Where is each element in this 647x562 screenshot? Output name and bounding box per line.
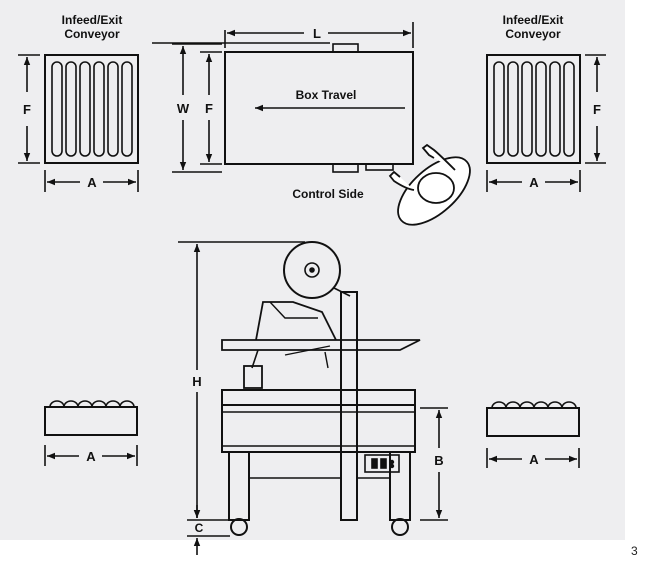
dimension-A-top-right [486,170,581,192]
operator-figure [388,143,471,226]
dimension-B-label: B [434,453,443,468]
conveyor-left-title-line2: Conveyor [64,27,120,41]
machine-side-elevation [221,241,421,536]
machine-plan [224,43,414,173]
dimension-B [420,407,448,521]
dimension-F-center-label: F [205,101,213,116]
conveyor-right-title-line2: Conveyor [505,27,561,41]
dimension-W-label: W [177,101,190,116]
conveyor-left-title-line1: Infeed/Exit [62,13,123,27]
dimension-F-center [200,51,222,165]
conveyor-side-right [486,401,580,437]
dimension-H [178,241,305,521]
dimension-F-right [585,54,606,164]
control-side-label: Control Side [292,187,364,201]
dimension-C [187,505,230,555]
dimension-F-left-label: F [23,102,31,117]
dimension-L-label: L [313,26,321,41]
conveyor-right-title-line1: Infeed/Exit [503,13,564,27]
page-number: 3 [631,544,638,558]
conveyor-plan-right [486,54,581,164]
dimension-L [152,22,414,48]
dimension-A-top-left-label: A [87,175,97,190]
dimension-A-top-right-label: A [529,175,539,190]
dimension-H-label: H [192,374,201,389]
dimension-A-top-left [44,170,139,192]
dimension-A-bottom-left-label: A [86,449,96,464]
dimension-F-left [18,54,40,164]
conveyor-side-left [44,400,138,436]
dimension-A-bottom-right [486,448,580,468]
diagram-labels: Infeed/Exit Conveyor Infeed/Exit Conveyo… [23,13,601,535]
dimension-A-bottom-right-label: A [529,452,539,467]
dimension-A-bottom-left [44,445,138,466]
conveyor-plan-left [44,54,139,164]
dimension-F-right-label: F [593,102,601,117]
dimension-C-label: C [195,521,204,535]
box-travel-label: Box Travel [296,88,357,102]
dimension-W [172,43,222,173]
